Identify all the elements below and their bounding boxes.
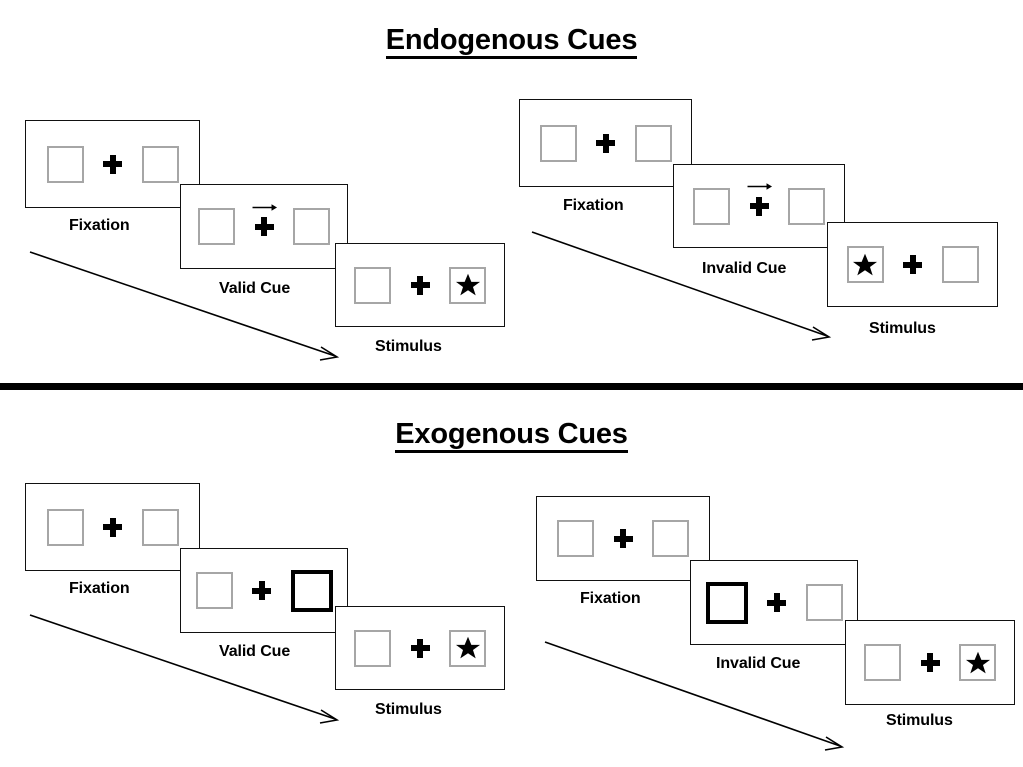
panel-endogenous-valid-fixation — [25, 120, 200, 208]
panel-exogenous-invalid-fixation — [536, 496, 710, 581]
fixation-plus-icon — [103, 517, 122, 537]
fixation-center-slot — [748, 577, 806, 629]
right-box-empty — [805, 584, 843, 621]
star-target-icon — [455, 273, 480, 296]
fixation-plus-icon — [103, 154, 122, 174]
fixation-center-slot — [391, 259, 449, 311]
right-box-empty — [941, 246, 979, 283]
left-box-empty — [539, 124, 577, 162]
stage-label-endogenous-invalid-stimulus: Stimulus — [869, 320, 936, 337]
panel-content — [336, 244, 504, 326]
fixation-plus-icon — [767, 593, 786, 612]
stage-label-endogenous-invalid-fixation: Fixation — [563, 197, 624, 214]
right-box-target — [449, 629, 486, 667]
left-box-empty — [864, 644, 901, 681]
panel-endogenous-invalid-fixation — [519, 99, 692, 187]
time-arrow-exogenous-valid — [29, 614, 340, 724]
section-title-endogenous-text: Endogenous Cues — [385, 25, 637, 60]
panel-content — [26, 121, 199, 207]
arrow-right-cue-icon — [252, 203, 278, 211]
section-title-endogenous: Endogenous Cues — [0, 24, 1023, 60]
fixation-center-slot — [594, 513, 652, 565]
panel-content — [336, 607, 504, 689]
cue-center-slot — [730, 180, 788, 232]
panel-endogenous-valid-cue — [180, 184, 348, 269]
right-box-empty — [788, 187, 825, 225]
fixation-plus-icon — [410, 275, 430, 295]
panel-content — [828, 223, 997, 306]
stage-label-exogenous-valid-stimulus: Stimulus — [375, 701, 442, 718]
panel-content — [674, 165, 844, 247]
panel-content — [181, 185, 347, 268]
panel-content — [520, 100, 691, 186]
fixation-center-slot — [884, 239, 942, 291]
panel-exogenous-valid-stimulus — [335, 606, 505, 690]
left-box-empty — [557, 520, 594, 557]
left-box-empty — [46, 145, 84, 183]
fixation-center-slot — [577, 117, 635, 169]
fixation-center-slot — [391, 622, 449, 674]
right-box-empty — [141, 508, 179, 546]
panel-content — [537, 497, 709, 580]
time-arrow-endogenous-valid — [29, 251, 340, 361]
cue-center-slot — [235, 201, 293, 253]
panel-endogenous-invalid-cue — [673, 164, 845, 248]
left-box-empty — [354, 629, 391, 667]
arrow-right-cue-icon — [747, 183, 773, 190]
left-box-empty — [46, 508, 84, 546]
panel-content — [691, 561, 857, 644]
right-box-empty — [141, 145, 179, 183]
stage-label-exogenous-valid-cue: Valid Cue — [219, 643, 291, 660]
panel-content — [26, 484, 199, 570]
left-box-empty — [354, 266, 391, 304]
stage-label-endogenous-valid-fixation: Fixation — [69, 217, 130, 234]
section-title-exogenous-text: Exogenous Cues — [395, 419, 628, 454]
left-box-highlight-cue — [705, 581, 748, 624]
left-box-empty — [195, 572, 233, 609]
right-box-target — [449, 266, 486, 304]
fixation-plus-icon — [254, 217, 274, 236]
fixation-plus-icon — [410, 638, 430, 658]
stage-label-exogenous-invalid-stimulus: Stimulus — [886, 712, 953, 729]
fixation-plus-icon — [596, 133, 615, 153]
stage-label-exogenous-invalid-fixation: Fixation — [580, 590, 641, 607]
right-box-empty — [652, 520, 689, 557]
stage-label-exogenous-valid-fixation: Fixation — [69, 580, 130, 597]
fixation-center-slot — [233, 565, 291, 617]
panel-endogenous-valid-stimulus — [335, 243, 505, 327]
time-arrow-endogenous-invalid — [531, 231, 832, 341]
section-title-exogenous: Exogenous Cues — [0, 418, 1023, 454]
panel-exogenous-valid-fixation — [25, 483, 200, 571]
fixation-center-slot — [84, 138, 142, 190]
fixation-center-slot — [901, 637, 959, 689]
panel-exogenous-invalid-cue — [690, 560, 858, 645]
star-target-icon — [965, 651, 990, 673]
right-box-empty — [634, 124, 672, 162]
panel-exogenous-valid-cue — [180, 548, 348, 633]
left-box-empty — [198, 208, 235, 245]
right-box-target — [959, 644, 996, 681]
section-divider — [0, 383, 1023, 390]
fixation-plus-icon — [252, 581, 271, 600]
star-target-icon — [852, 253, 878, 275]
stage-label-endogenous-invalid-cue: Invalid Cue — [702, 260, 787, 277]
right-box-highlight-cue — [290, 569, 333, 612]
stage-label-endogenous-valid-cue: Valid Cue — [219, 280, 291, 297]
left-box-empty — [693, 187, 730, 225]
fixation-plus-icon — [749, 196, 769, 216]
panel-content — [846, 621, 1014, 704]
left-box-target — [846, 246, 884, 283]
star-target-icon — [455, 636, 480, 659]
fixation-plus-icon — [920, 653, 940, 672]
fixation-center-slot — [84, 501, 142, 553]
panel-content — [181, 549, 347, 632]
fixation-plus-icon — [903, 255, 922, 274]
panel-endogenous-invalid-stimulus — [827, 222, 998, 307]
right-box-empty — [293, 208, 330, 245]
stage-label-exogenous-invalid-cue: Invalid Cue — [716, 655, 801, 672]
panel-exogenous-invalid-stimulus — [845, 620, 1015, 705]
fixation-plus-icon — [613, 529, 633, 548]
time-arrow-exogenous-invalid — [544, 641, 845, 751]
stage-label-endogenous-valid-stimulus: Stimulus — [375, 338, 442, 355]
